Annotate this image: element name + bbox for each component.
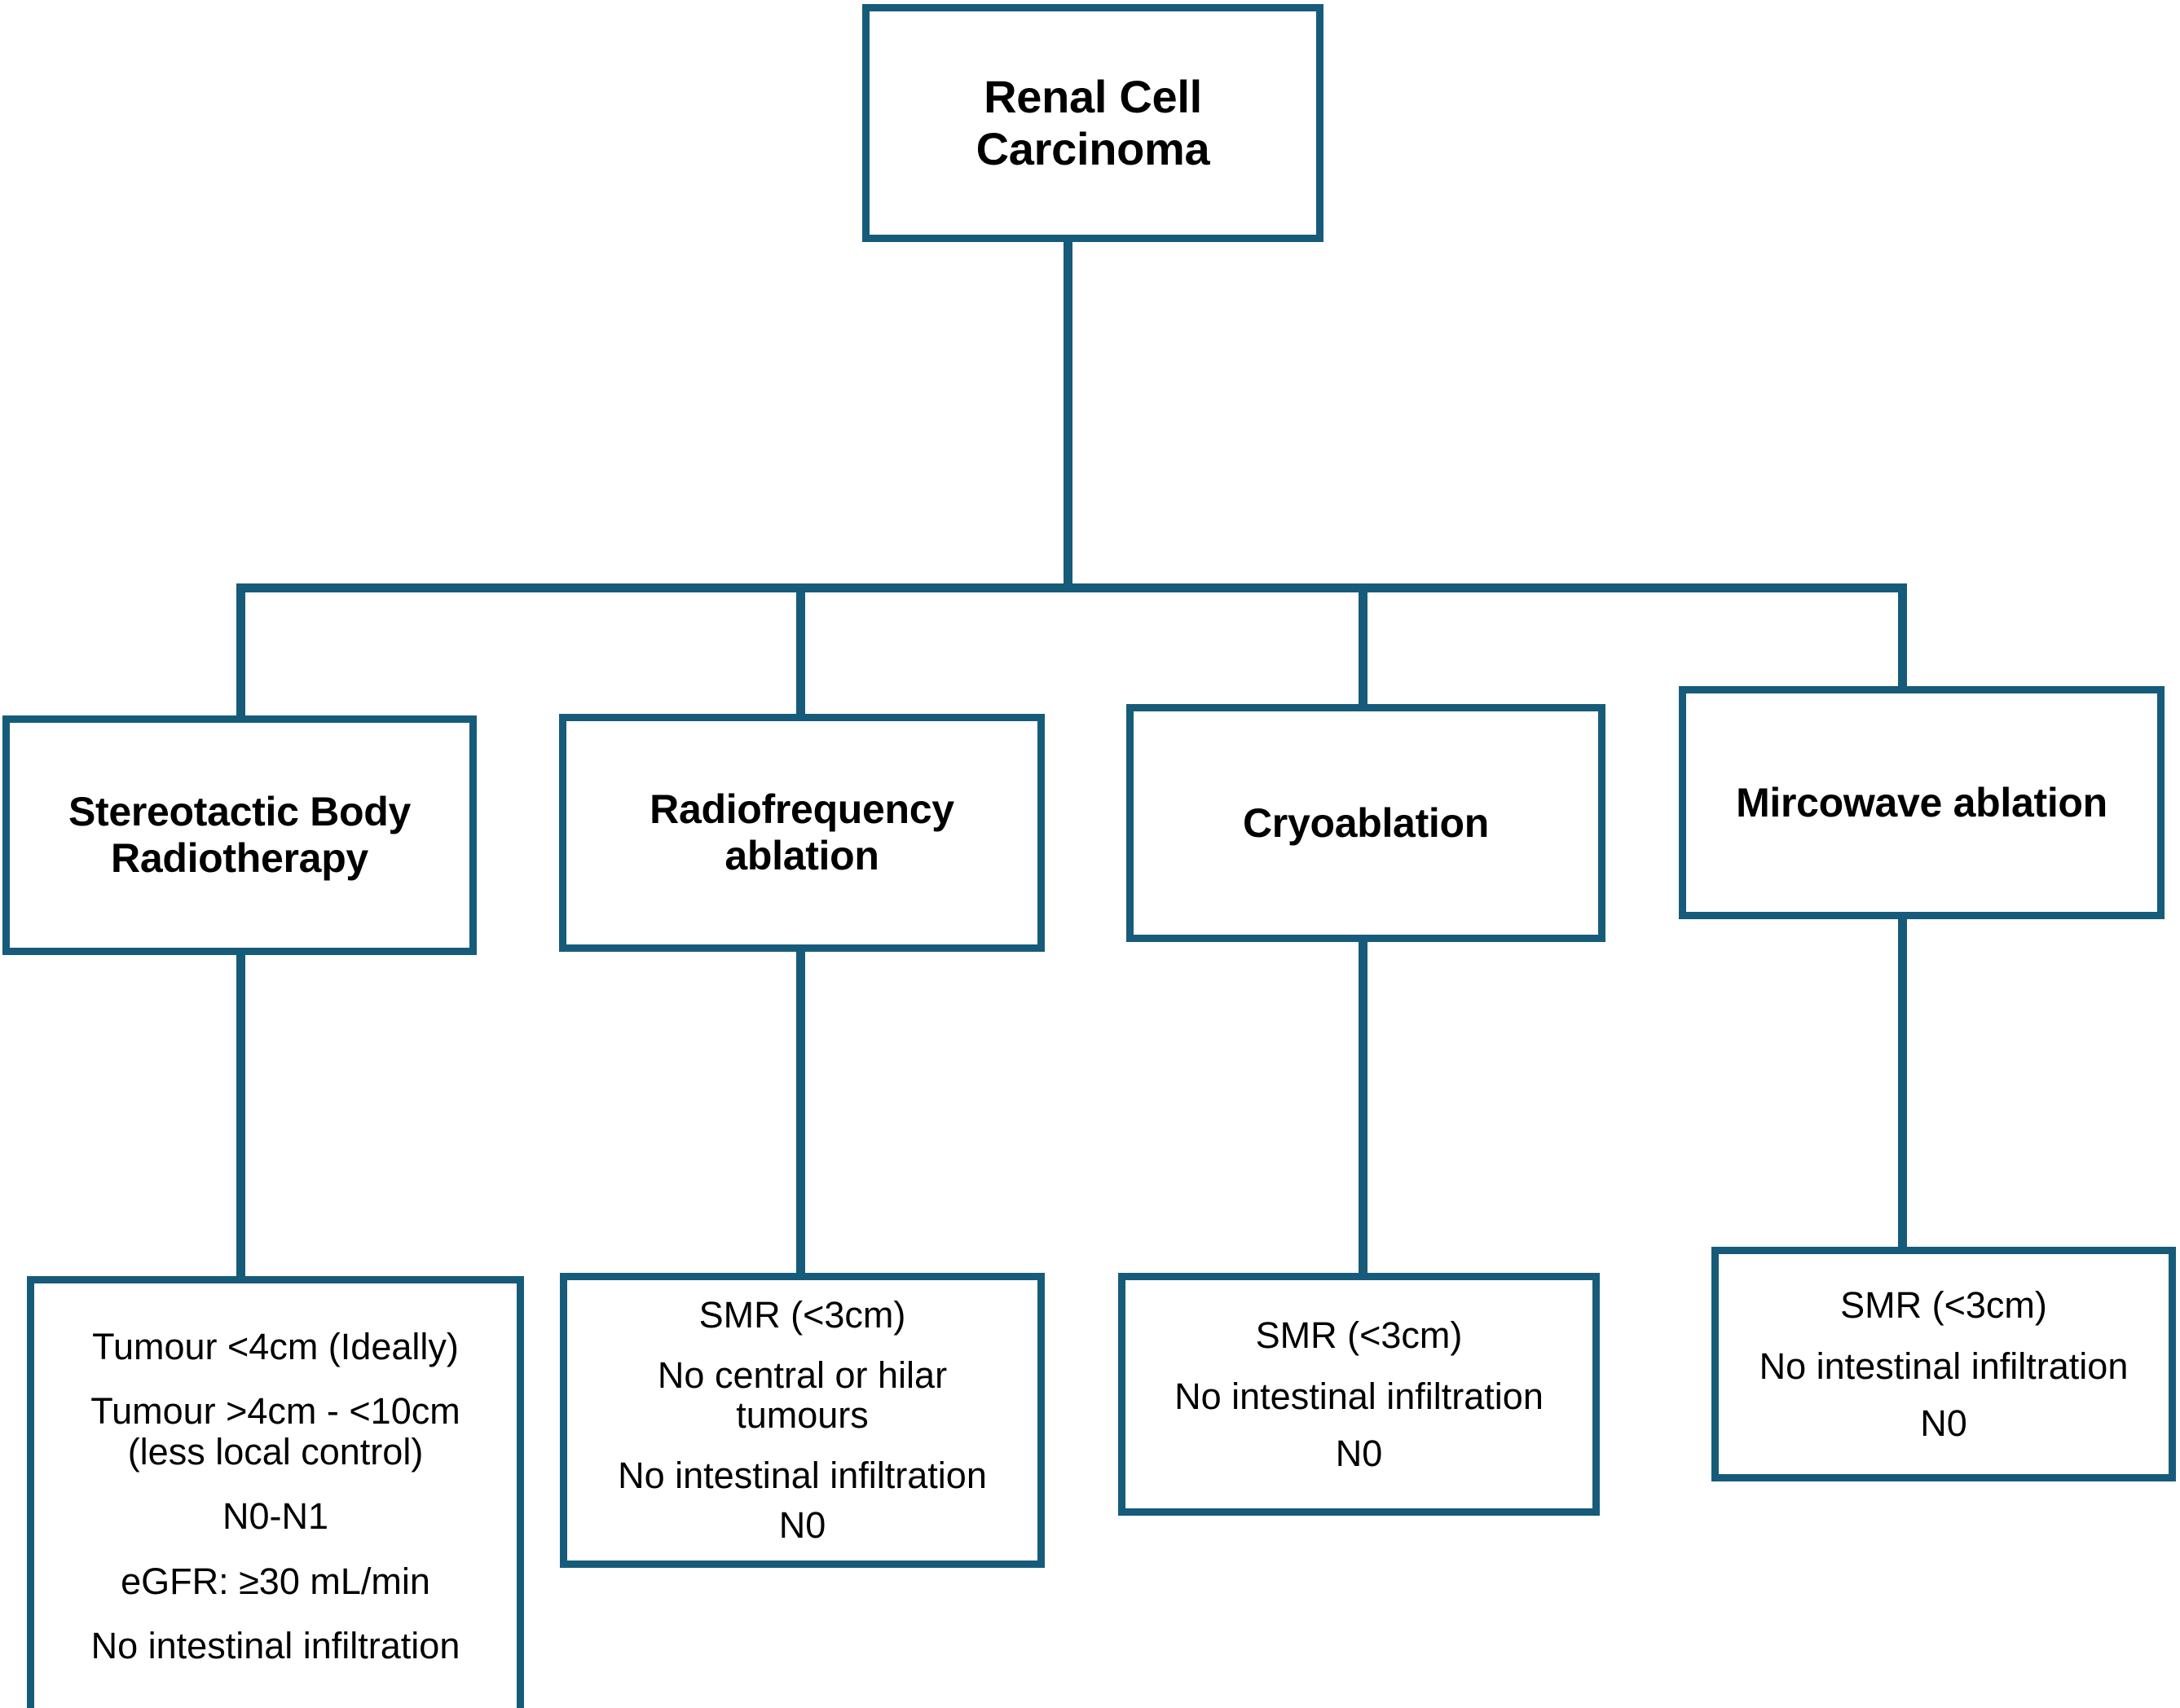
criteria-line: eGFR: ≥30 mL/min	[121, 1560, 430, 1602]
node-mwa-label: Mircowave ablation	[1736, 779, 2107, 825]
criteria-line: No intestinal infiltration	[90, 1625, 460, 1666]
criteria-line: Tumour <4cm (Ideally)	[92, 1325, 459, 1367]
connector-drop-mwa	[1898, 583, 1907, 689]
connector-mwa-to-criteria	[1898, 916, 1907, 1252]
connector-root-trunk	[1064, 238, 1072, 344]
criteria-line: SMR (<3cm)	[1255, 1314, 1463, 1356]
criteria-line: SMR (<3cm)	[698, 1294, 906, 1336]
connector-sbrt-to-criteria	[236, 952, 245, 1278]
criteria-line: No intestinal infiltration	[618, 1454, 987, 1496]
criteria-line: N0	[1335, 1432, 1383, 1474]
node-renal-cell-carcinoma-label: Renal Cell Carcinoma	[975, 71, 1210, 174]
node-sbrt-label: Stereotactic Body Radiotherapy	[68, 789, 412, 881]
node-sbrt[interactable]: Stereotactic Body Radiotherapy	[2, 715, 477, 955]
node-rfa-criteria-list: SMR (<3cm) No central or hilar tumours N…	[567, 1295, 1037, 1546]
node-sbrt-criteria-list: Tumour <4cm (Ideally) Tumour >4cm - <10c…	[34, 1325, 517, 1666]
node-cryo-criteria-list: SMR (<3cm) No intestinal infiltration N0	[1125, 1315, 1592, 1474]
connector-root-trunk-lower	[1064, 342, 1072, 587]
connector-drop-sbrt	[236, 583, 245, 719]
criteria-line: No central or hilar tumours	[657, 1354, 948, 1437]
node-rfa-label: Radiofrequency ablation	[650, 786, 954, 878]
criteria-line: N0	[1920, 1402, 1967, 1444]
connector-drop-cryo	[1359, 583, 1367, 708]
connector-rfa-to-criteria	[796, 949, 805, 1274]
node-mwa-criteria[interactable]: SMR (<3cm) No intestinal infiltration N0	[1711, 1247, 2176, 1481]
node-mwa-criteria-list: SMR (<3cm) No intestinal infiltration N0	[1719, 1285, 2169, 1444]
connector-drop-rfa	[796, 583, 805, 719]
criteria-line: SMR (<3cm)	[1840, 1283, 2047, 1326]
criteria-line: N0-N1	[222, 1495, 329, 1537]
node-sbrt-criteria[interactable]: Tumour <4cm (Ideally) Tumour >4cm - <10c…	[27, 1276, 524, 1708]
connector-cryo-to-criteria	[1359, 939, 1367, 1276]
node-renal-cell-carcinoma[interactable]: Renal Cell Carcinoma	[862, 4, 1323, 242]
criteria-line: No intestinal infiltration	[1759, 1345, 2129, 1388]
criteria-line: Tumour >4cm - <10cm (less local control)	[90, 1390, 460, 1472]
criteria-line: No intestinal infiltration	[1174, 1376, 1544, 1418]
node-rfa[interactable]: Radiofrequency ablation	[559, 714, 1045, 952]
criteria-line: N0	[778, 1504, 826, 1547]
node-cryo-label: Cryoablation	[1243, 799, 1489, 846]
connector-horizontal-bus	[236, 583, 1907, 592]
node-rfa-criteria[interactable]: SMR (<3cm) No central or hilar tumours N…	[560, 1273, 1045, 1568]
node-cryo-criteria[interactable]: SMR (<3cm) No intestinal infiltration N0	[1118, 1273, 1600, 1516]
node-mwa[interactable]: Mircowave ablation	[1679, 686, 2165, 919]
node-cryo[interactable]: Cryoablation	[1126, 704, 1605, 942]
